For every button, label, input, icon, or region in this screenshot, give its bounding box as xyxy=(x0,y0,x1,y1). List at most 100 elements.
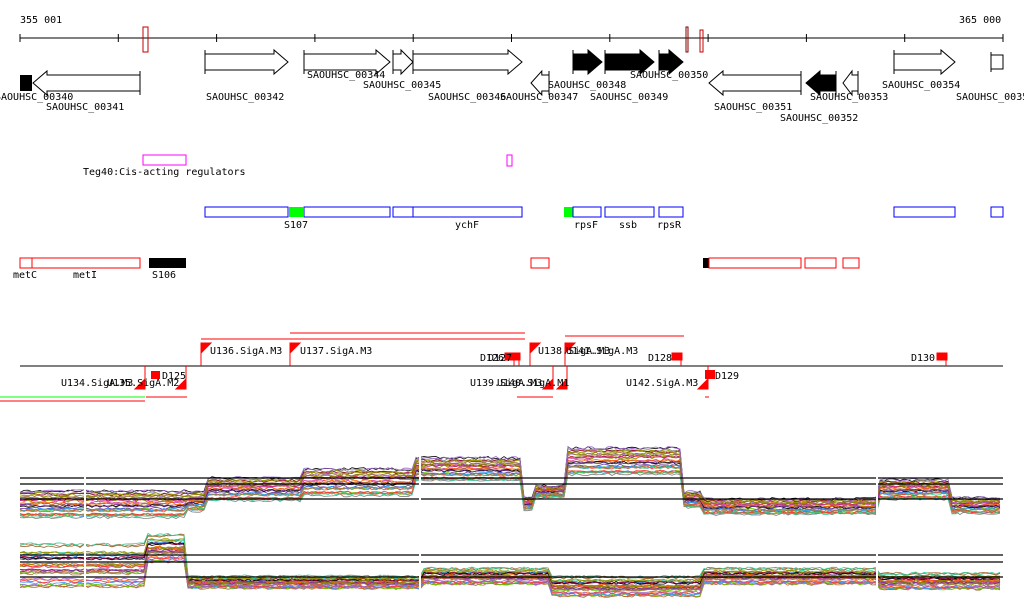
expression-trace-bottom xyxy=(19,549,1001,591)
terminator-mark[interactable] xyxy=(705,370,715,379)
gene-arrow[interactable] xyxy=(572,48,603,76)
promoter-flag-up[interactable] xyxy=(564,342,577,366)
gene-saouhsc_00342[interactable]: SAOUHSC_00342 xyxy=(204,48,289,103)
promoter-flag-up[interactable] xyxy=(289,342,302,366)
feature-box[interactable] xyxy=(303,206,391,218)
expression-trace-top xyxy=(19,452,1001,505)
marker[interactable] xyxy=(142,26,149,53)
terminator-mark[interactable] xyxy=(151,371,160,379)
promoter-flag-up[interactable] xyxy=(200,342,213,366)
regulator-feature[interactable] xyxy=(142,154,187,166)
gene-label: SAOUHSC_00355 xyxy=(956,92,1024,103)
gene-arrow[interactable] xyxy=(412,48,523,76)
feature-box[interactable] xyxy=(19,257,33,269)
gene-arrow[interactable] xyxy=(530,69,550,97)
expression-trace-top xyxy=(19,445,1001,501)
gene-label: SAOUHSC_00351 xyxy=(714,102,792,113)
feature-box[interactable] xyxy=(703,258,709,268)
feature-box[interactable] xyxy=(289,207,303,217)
gene-saouhsc_00355[interactable]: SAOUHSC_00355 xyxy=(956,52,1024,103)
promoter-flag-down[interactable] xyxy=(555,366,568,390)
feature-label: ssb xyxy=(619,220,637,231)
gene-arrow[interactable] xyxy=(604,48,655,76)
expression-trace-bottom xyxy=(19,555,1001,595)
marker[interactable] xyxy=(685,26,689,53)
ruler-start-label: 355 001 xyxy=(20,15,62,26)
gene-saouhsc_00352[interactable]: SAOUHSC_00352 xyxy=(780,69,858,124)
feature-label: metC xyxy=(13,270,37,281)
gene-saouhsc_00345[interactable]: SAOUHSC_00345 xyxy=(363,48,441,91)
gene-saouhsc_00341[interactable]: SAOUHSC_00341 xyxy=(32,69,141,113)
promoter-label: D127 xyxy=(488,353,512,364)
regulator-track: Teg40:Cis-acting regulators xyxy=(83,154,513,178)
gene-saouhsc_00346[interactable]: SAOUHSC_00346 xyxy=(412,48,523,103)
feature-box[interactable] xyxy=(572,206,602,218)
gene-saouhsc_00353[interactable]: SAOUHSC_00353 xyxy=(810,69,888,103)
gene-saouhsc_00344[interactable]: SAOUHSC_00344 xyxy=(303,48,391,81)
feature-label: rpsF xyxy=(574,220,598,231)
gene-arrow[interactable] xyxy=(204,48,289,76)
gene-arrow[interactable] xyxy=(990,52,1004,72)
promoter-label: U136.SigA.M3 xyxy=(210,346,282,357)
promoter-label: U140.SigA.M1 xyxy=(497,378,569,389)
feature-box[interactable] xyxy=(990,206,1004,218)
regulator-feature[interactable] xyxy=(506,154,513,167)
gene-arrow[interactable] xyxy=(658,48,684,76)
gene-arrow[interactable] xyxy=(20,75,32,91)
marker[interactable] xyxy=(699,29,704,53)
gene-saouhsc_00347[interactable]: SAOUHSC_00347 xyxy=(500,69,578,103)
gene-label: SAOUHSC_00349 xyxy=(590,92,668,103)
expression-trace-top xyxy=(19,446,1001,501)
promoter-flag-up[interactable] xyxy=(529,342,542,366)
gene-saouhsc_00348[interactable]: SAOUHSC_00348 xyxy=(548,48,626,91)
expression-trace-top xyxy=(19,472,1001,520)
feature-box[interactable] xyxy=(392,206,414,218)
feature-box[interactable] xyxy=(842,257,860,269)
terminator-mark[interactable] xyxy=(509,352,521,366)
terminator-mark[interactable] xyxy=(936,352,948,366)
gene-saouhsc_00340[interactable]: SAOUHSC_00340 xyxy=(0,75,73,103)
gene-arrow[interactable] xyxy=(303,48,391,76)
terminator-mark[interactable] xyxy=(671,352,683,366)
promoter-label: D125 xyxy=(162,371,186,382)
gene-label: SAOUHSC_00341 xyxy=(46,102,124,113)
gene-arrow[interactable] xyxy=(805,69,837,97)
feature-box[interactable] xyxy=(149,258,186,268)
plot-gap xyxy=(419,450,421,600)
expression-trace-bottom xyxy=(19,541,1001,585)
promoter-flag-down[interactable] xyxy=(541,366,554,390)
expression-trace-bottom xyxy=(19,538,1001,583)
expression-trace-top xyxy=(19,458,1001,508)
feature-box[interactable] xyxy=(708,257,802,269)
gene-saouhsc_00350[interactable]: SAOUHSC_00350 xyxy=(630,48,708,81)
feature-box[interactable] xyxy=(804,257,837,269)
feature-box[interactable] xyxy=(31,257,141,269)
promoter-flag-down[interactable] xyxy=(133,366,146,390)
expression-trace-top xyxy=(19,465,1001,513)
feature-box[interactable] xyxy=(412,206,523,218)
gene-label: SAOUHSC_00352 xyxy=(780,113,858,124)
gene-arrow[interactable] xyxy=(32,69,141,97)
feature-label: metI xyxy=(73,270,97,281)
feature-box[interactable] xyxy=(893,206,956,218)
gene-label: SAOUHSC_00354 xyxy=(882,80,960,91)
gene-arrow[interactable] xyxy=(893,48,956,76)
feature-box[interactable] xyxy=(530,257,550,269)
gene-saouhsc_00349[interactable]: SAOUHSC_00349 xyxy=(590,48,668,103)
feature-box[interactable] xyxy=(204,206,289,218)
feature-box[interactable] xyxy=(564,207,573,217)
gene-saouhsc_00354[interactable]: SAOUHSC_00354 xyxy=(882,48,960,91)
gene-label: SAOUHSC_00340 xyxy=(0,92,73,103)
feature-box[interactable] xyxy=(604,206,655,218)
feature-box[interactable] xyxy=(658,206,684,218)
promoter-label: U137.SigA.M3 xyxy=(300,346,372,357)
gene-label: SAOUHSC_00353 xyxy=(810,92,888,103)
expression-trace-bottom xyxy=(19,532,1001,579)
promoter-flag-down[interactable] xyxy=(174,366,187,390)
gene-arrow[interactable] xyxy=(392,48,414,76)
gene-arrow[interactable] xyxy=(842,69,859,97)
gene-saouhsc_00351[interactable]: SAOUHSC_00351 xyxy=(708,69,802,113)
gene-arrow[interactable] xyxy=(708,69,802,97)
promoter-label: D129 xyxy=(715,371,739,382)
